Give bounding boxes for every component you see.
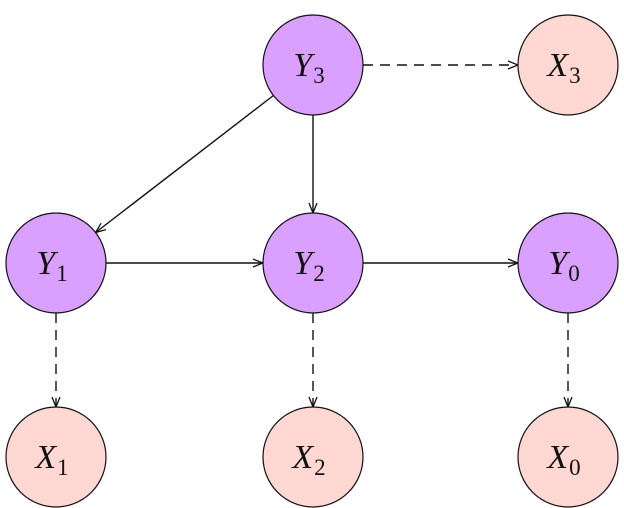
node-label-y1: Y1 bbox=[36, 245, 67, 286]
node-letter: Y bbox=[293, 47, 315, 84]
node-circle-x1 bbox=[5, 406, 107, 508]
node-y2: Y2 bbox=[262, 212, 364, 314]
node-y3: Y3 bbox=[262, 14, 364, 116]
node-letter: Y bbox=[293, 245, 315, 282]
node-letter: Y bbox=[36, 245, 58, 282]
node-circle-x2 bbox=[262, 406, 364, 508]
node-letter: Y bbox=[548, 245, 570, 282]
node-subscript: 1 bbox=[57, 455, 69, 480]
node-circle-x0 bbox=[517, 406, 619, 508]
node-subscript: 1 bbox=[56, 261, 68, 286]
node-label-x2: X2 bbox=[290, 439, 325, 480]
edges-layer bbox=[56, 65, 568, 407]
node-y1: Y1 bbox=[5, 212, 107, 314]
node-circle-y1 bbox=[5, 212, 107, 314]
node-x1: X1 bbox=[5, 406, 107, 508]
node-label-x0: X0 bbox=[545, 439, 580, 480]
node-circle-x3 bbox=[517, 14, 619, 116]
node-subscript: 2 bbox=[314, 455, 326, 480]
node-label-y2: Y2 bbox=[293, 245, 324, 286]
node-subscript: 3 bbox=[569, 63, 581, 88]
node-letter: X bbox=[290, 439, 314, 476]
node-subscript: 2 bbox=[313, 261, 325, 286]
node-letter: X bbox=[33, 439, 57, 476]
node-x3: X3 bbox=[517, 14, 619, 116]
node-x0: X0 bbox=[517, 406, 619, 508]
node-x2: X2 bbox=[262, 406, 364, 508]
node-circle-y3 bbox=[262, 14, 364, 116]
node-label-y0: Y0 bbox=[548, 245, 579, 286]
node-letter: X bbox=[545, 47, 569, 84]
node-label-x3: X3 bbox=[545, 47, 580, 88]
node-circle-y0 bbox=[517, 212, 619, 314]
node-circle-y2 bbox=[262, 212, 364, 314]
node-label-y3: Y3 bbox=[293, 47, 324, 88]
node-label-x1: X1 bbox=[33, 439, 68, 480]
node-y0: Y0 bbox=[517, 212, 619, 314]
node-subscript: 0 bbox=[568, 261, 580, 286]
edge-y3-to-y1 bbox=[96, 94, 274, 233]
node-subscript: 0 bbox=[569, 455, 581, 480]
node-letter: X bbox=[545, 439, 569, 476]
node-subscript: 3 bbox=[313, 63, 325, 88]
